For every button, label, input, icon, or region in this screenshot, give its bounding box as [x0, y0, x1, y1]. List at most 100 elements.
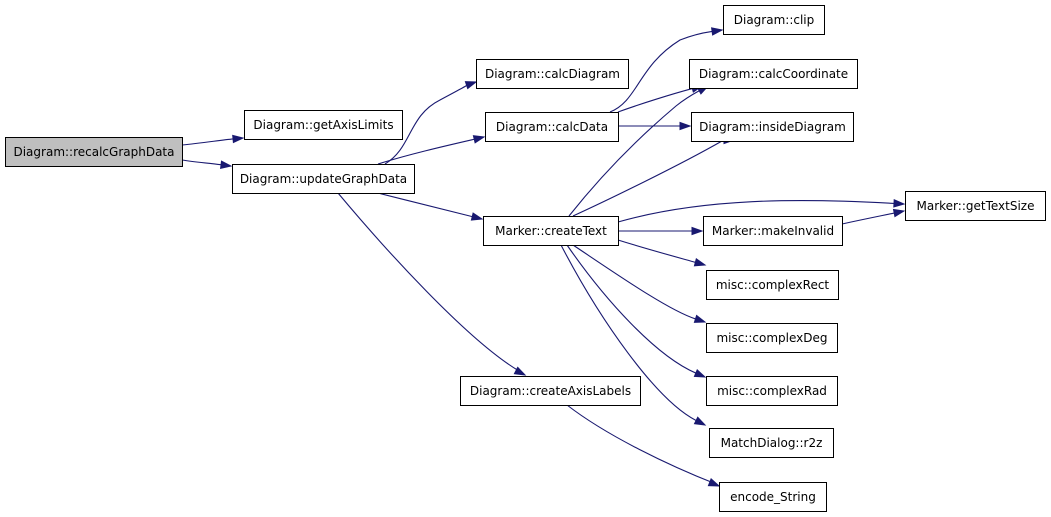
node-createText[interactable]: Marker::createText [483, 216, 619, 246]
edge-updateGraphData-to-calcData [377, 135, 486, 165]
node-complexDeg[interactable]: misc::complexDeg [706, 323, 838, 353]
node-label: Diagram::insideDiagram [699, 120, 846, 134]
edge-createAxisLabels-to-encode_String [566, 404, 721, 487]
node-label: Diagram::calcCoordinate [699, 67, 848, 81]
arrowhead-icon [893, 199, 906, 208]
edge-line [617, 88, 693, 113]
edge-createText-to-complexRect [617, 239, 707, 267]
edge-createText-to-insideDiagram [572, 135, 736, 217]
node-getAxisLimits[interactable]: Diagram::getAxisLimits [244, 110, 403, 140]
edge-line [181, 159, 222, 166]
arrowhead-icon [464, 81, 478, 90]
node-clip[interactable]: Diagram::clip [723, 5, 825, 35]
node-complexRect[interactable]: misc::complexRect [706, 270, 839, 300]
edge-updateGraphData-to-createText [377, 192, 484, 221]
node-makeInvalid[interactable]: Marker::makeInvalid [703, 216, 843, 246]
node-r2z[interactable]: MatchDialog::r2z [709, 428, 834, 458]
node-calcCoordinate[interactable]: Diagram::calcCoordinate [689, 59, 858, 89]
arrowhead-icon [513, 366, 527, 376]
arrowhead-icon [472, 135, 486, 144]
node-box[interactable] [689, 59, 858, 89]
call-graph-nodes: Diagram::recalcGraphData Diagram::getAxis… [5, 5, 1046, 512]
arrowhead-icon [693, 314, 707, 323]
edge-line [609, 30, 713, 113]
node-box[interactable] [905, 191, 1046, 221]
node-insideDiagram[interactable]: Diagram::insideDiagram [691, 112, 854, 142]
edge-line [384, 84, 468, 165]
arrowhead-icon [693, 368, 707, 378]
node-box[interactable] [706, 323, 838, 353]
edge-calcData-to-calcCoordinate [617, 84, 704, 113]
arrowhead-icon [232, 134, 245, 144]
node-box[interactable] [706, 376, 838, 406]
node-box[interactable] [719, 482, 827, 512]
node-box[interactable] [5, 137, 183, 167]
edge-line [181, 138, 234, 146]
edge-line [566, 404, 718, 486]
node-updateGraphData[interactable]: Diagram::updateGraphData [232, 164, 415, 194]
edge-updateGraphData-to-createAxisLabels [337, 192, 527, 376]
node-calcData[interactable]: Diagram::calcData [485, 112, 619, 142]
arrowhead-icon [679, 121, 692, 131]
edge-updateGraphData-to-calcDiagram [384, 81, 478, 165]
node-label: Marker::createText [495, 224, 607, 238]
arrowhead-icon [707, 478, 721, 487]
edge-recalcGraphData-to-getAxisLimits [181, 134, 245, 146]
node-label: encode_String [730, 490, 816, 504]
node-box[interactable] [723, 5, 825, 35]
node-calcDiagram[interactable]: Diagram::calcDiagram [476, 59, 629, 89]
edge-createText-to-makeInvalid [618, 226, 704, 236]
edge-line [566, 244, 697, 374]
edge-line [572, 139, 730, 217]
edge-line [841, 212, 895, 225]
node-label: Marker::makeInvalid [712, 224, 834, 238]
node-box[interactable] [703, 216, 843, 246]
edge-line [377, 192, 473, 218]
node-encode_String[interactable]: encode_String [719, 482, 827, 512]
node-box[interactable] [483, 216, 619, 246]
node-label: Diagram::getAxisLimits [253, 118, 393, 132]
edge-line [617, 239, 696, 263]
arrowhead-icon [691, 226, 704, 236]
node-label: MatchDialog::r2z [721, 436, 823, 450]
node-label: misc::complexRad [717, 384, 827, 398]
node-label: Diagram::createAxisLabels [470, 384, 631, 398]
node-label: Diagram::recalcGraphData [13, 145, 174, 159]
node-recalcGraphData[interactable]: Diagram::recalcGraphData [5, 137, 183, 167]
node-box[interactable] [706, 270, 839, 300]
node-label: Diagram::calcData [496, 120, 608, 134]
arrowhead-icon [693, 257, 707, 267]
node-label: Marker::getTextSize [917, 199, 1035, 213]
edge-recalcGraphData-to-updateGraphData [181, 159, 233, 169]
node-label: Diagram::updateGraphData [240, 172, 407, 186]
node-getTextSize[interactable]: Marker::getTextSize [905, 191, 1046, 221]
node-box[interactable] [485, 112, 619, 142]
node-complexRad[interactable]: misc::complexRad [706, 376, 838, 406]
edge-line [617, 199, 895, 223]
node-box[interactable] [709, 428, 834, 458]
arrowhead-icon [892, 208, 906, 218]
node-box[interactable] [232, 164, 415, 194]
arrowhead-icon [711, 27, 724, 36]
edge-createText-to-complexRad [566, 244, 707, 378]
edge-line [572, 244, 696, 320]
edge-createText-to-getTextSize [617, 199, 906, 223]
node-box[interactable] [460, 376, 641, 406]
edge-line [560, 244, 697, 421]
node-label: Diagram::clip [734, 13, 815, 27]
node-box[interactable] [244, 110, 403, 140]
node-box[interactable] [691, 112, 854, 142]
edge-calcData-to-clip [609, 27, 724, 113]
node-createAxisLabels[interactable]: Diagram::createAxisLabels [460, 376, 641, 406]
edge-line [568, 90, 700, 217]
edge-makeInvalid-to-getTextSize [841, 208, 906, 225]
node-box[interactable] [476, 59, 629, 89]
arrowhead-icon [220, 160, 233, 169]
call-graph-edges [181, 27, 906, 487]
arrowhead-icon [693, 416, 707, 426]
node-label: misc::complexDeg [716, 331, 827, 345]
edge-calcData-to-insideDiagram [618, 121, 692, 131]
edge-line [377, 138, 475, 165]
edge-createText-to-complexDeg [572, 244, 707, 323]
